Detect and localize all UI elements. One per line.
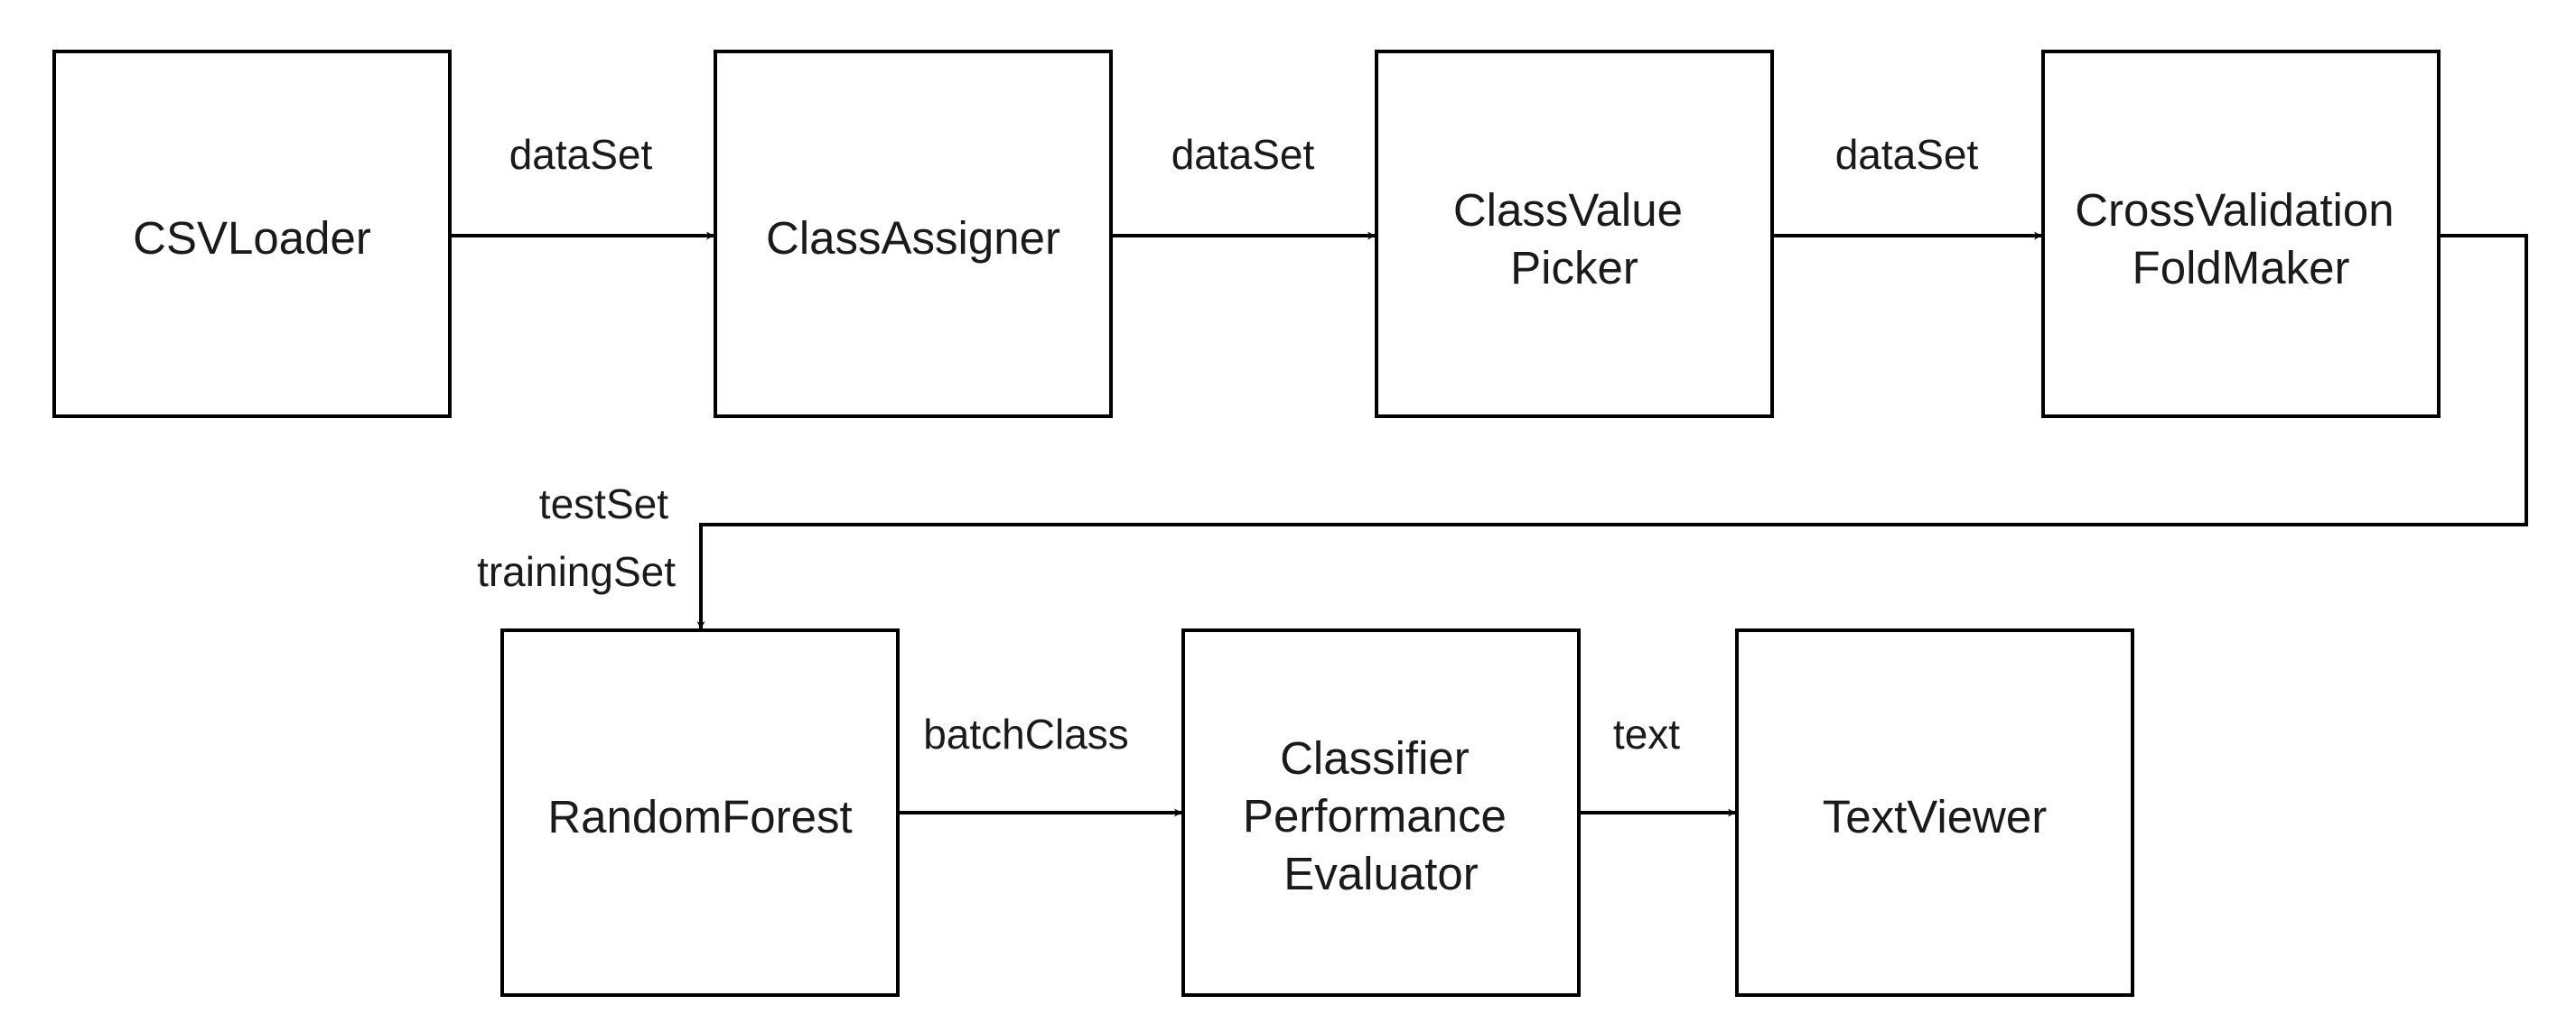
edge-randomforest-to-evaluator: batchClass bbox=[898, 711, 1182, 817]
node-csvloader[interactable]: CSVLoader bbox=[52, 50, 452, 418]
node-label-line-1: Classifier bbox=[1280, 732, 1470, 784]
node-label: ClassAssigner bbox=[766, 212, 1060, 264]
node-textviewer[interactable]: TextViewer bbox=[1735, 628, 2134, 997]
node-label-line-2: Picker bbox=[1510, 242, 1638, 293]
edge-label-testset: testSet bbox=[539, 480, 668, 527]
svg-text:TextViewer: TextViewer bbox=[1823, 791, 2048, 842]
edge-cvfoldmaker-to-randomforest: testSet trainingSet bbox=[477, 234, 2528, 629]
node-label-line-2: FoldMaker bbox=[2133, 242, 2350, 293]
node-label: RandomForest bbox=[547, 791, 852, 842]
svg-text:ClassAssigner: ClassAssigner bbox=[766, 212, 1060, 264]
node-classvaluepicker[interactable]: ClassValue Picker bbox=[1375, 50, 1774, 418]
edge-classvaluepicker-to-cvfoldmaker: dataSet bbox=[1772, 131, 2042, 240]
node-evaluator[interactable]: Classifier Performance Evaluator bbox=[1181, 628, 1581, 997]
edge-csvloader-to-classassigner: dataSet bbox=[450, 131, 714, 240]
node-label: TextViewer bbox=[1823, 791, 2048, 842]
edge-evaluator-to-textviewer: text bbox=[1579, 711, 1736, 817]
node-label: CSVLoader bbox=[133, 212, 371, 264]
svg-text:CrossValidation FoldMake: CrossValidation FoldMaker bbox=[2075, 184, 2407, 293]
edge-classassigner-to-classvaluepicker: dataSet bbox=[1111, 131, 1376, 240]
edge-label-trainingset: trainingSet bbox=[477, 548, 676, 595]
node-label-line-1: CrossValidation bbox=[2075, 184, 2394, 236]
edge-label: dataSet bbox=[1171, 131, 1315, 178]
node-randomforest[interactable]: RandomForest bbox=[500, 628, 900, 997]
node-classassigner[interactable]: ClassAssigner bbox=[714, 50, 1113, 418]
node-label-line-3: Evaluator bbox=[1283, 848, 1478, 899]
edge-label: text bbox=[1613, 711, 1680, 758]
edge-label: dataSet bbox=[509, 131, 653, 178]
svg-text:ClassValue Picker: ClassValue Picker bbox=[1453, 184, 1695, 293]
node-cvfoldmaker[interactable]: CrossValidation FoldMaker bbox=[2041, 50, 2441, 418]
svg-text:RandomForest: RandomForest bbox=[547, 791, 852, 842]
node-label-line-2: Performance bbox=[1243, 790, 1507, 842]
svg-text:CSVLoader: CSVLoader bbox=[133, 212, 371, 264]
node-label-line-1: ClassValue bbox=[1453, 184, 1683, 236]
edge-label: batchClass bbox=[923, 711, 1129, 758]
edge-label: dataSet bbox=[1835, 131, 1979, 178]
svg-text:Classifier Performance: Classifier Performance Evaluator bbox=[1243, 732, 1519, 899]
